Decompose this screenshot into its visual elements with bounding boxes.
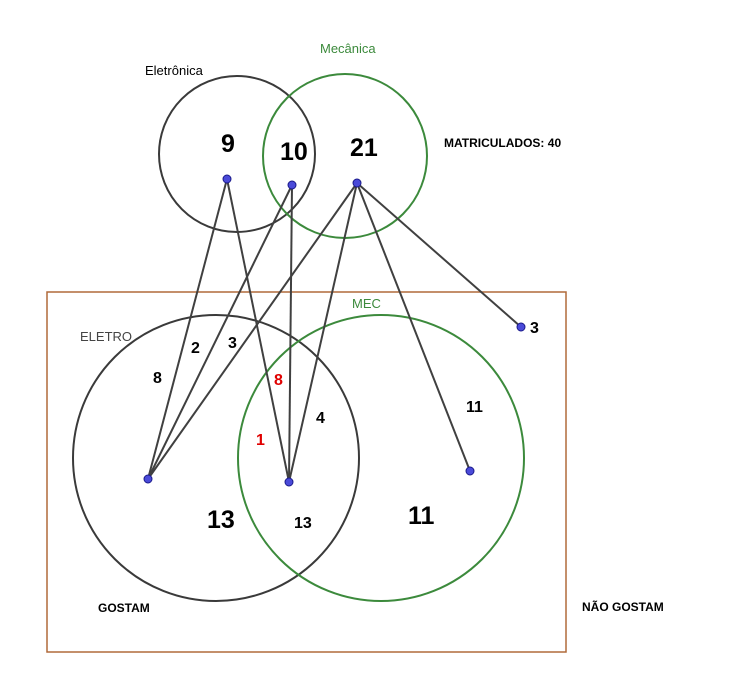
only-eletronica-count: 9 (221, 130, 235, 158)
node-mecanica (352, 178, 362, 188)
edge-9-to-left (147, 178, 228, 480)
eletro-label: ELETRO (80, 329, 132, 344)
both-count: 10 (280, 138, 308, 166)
universe-rectangle (46, 291, 567, 653)
edge-21-to-left (147, 182, 358, 480)
mec-circle (237, 314, 525, 602)
node-intersection-region (284, 477, 294, 487)
region-eletro-only: 13 (207, 506, 235, 534)
eletronica-label: Eletrônica (145, 63, 204, 78)
edge-label-2: 2 (191, 340, 200, 357)
node-both (287, 180, 297, 190)
mec-label: MEC (352, 296, 381, 311)
edge-21-to-center (288, 182, 358, 483)
edge-10-to-center (288, 184, 293, 483)
gostam-label: GOSTAM (98, 601, 150, 615)
mecanica-label: Mecânica (320, 41, 376, 56)
node-eletro-region (143, 474, 153, 484)
only-mecanica-count: 21 (350, 134, 378, 162)
edge-21-to-right (356, 182, 471, 472)
eletro-circle (72, 314, 360, 602)
edge-9-to-center (226, 178, 290, 483)
edge-21-to-outside (356, 182, 522, 328)
node-outside (516, 322, 526, 332)
region-intersection: 13 (294, 515, 312, 532)
edge-label-1-red: 1 (256, 432, 265, 449)
node-mec-region (465, 466, 475, 476)
edge-10-to-left (147, 184, 293, 480)
region-mec-only: 11 (408, 502, 435, 530)
nao-gostam-label: NÃO GOSTAM (582, 599, 664, 614)
edge-label-4: 4 (316, 410, 325, 427)
outside-count: 3 (530, 320, 539, 337)
edge-label-8: 8 (153, 370, 162, 387)
node-eletronica (222, 174, 232, 184)
edge-label-11: 11 (466, 399, 483, 416)
edge-label-3: 3 (228, 335, 237, 352)
matriculados-label: MATRICULADOS: 40 (444, 136, 561, 150)
edge-label-8-red: 8 (274, 372, 283, 389)
